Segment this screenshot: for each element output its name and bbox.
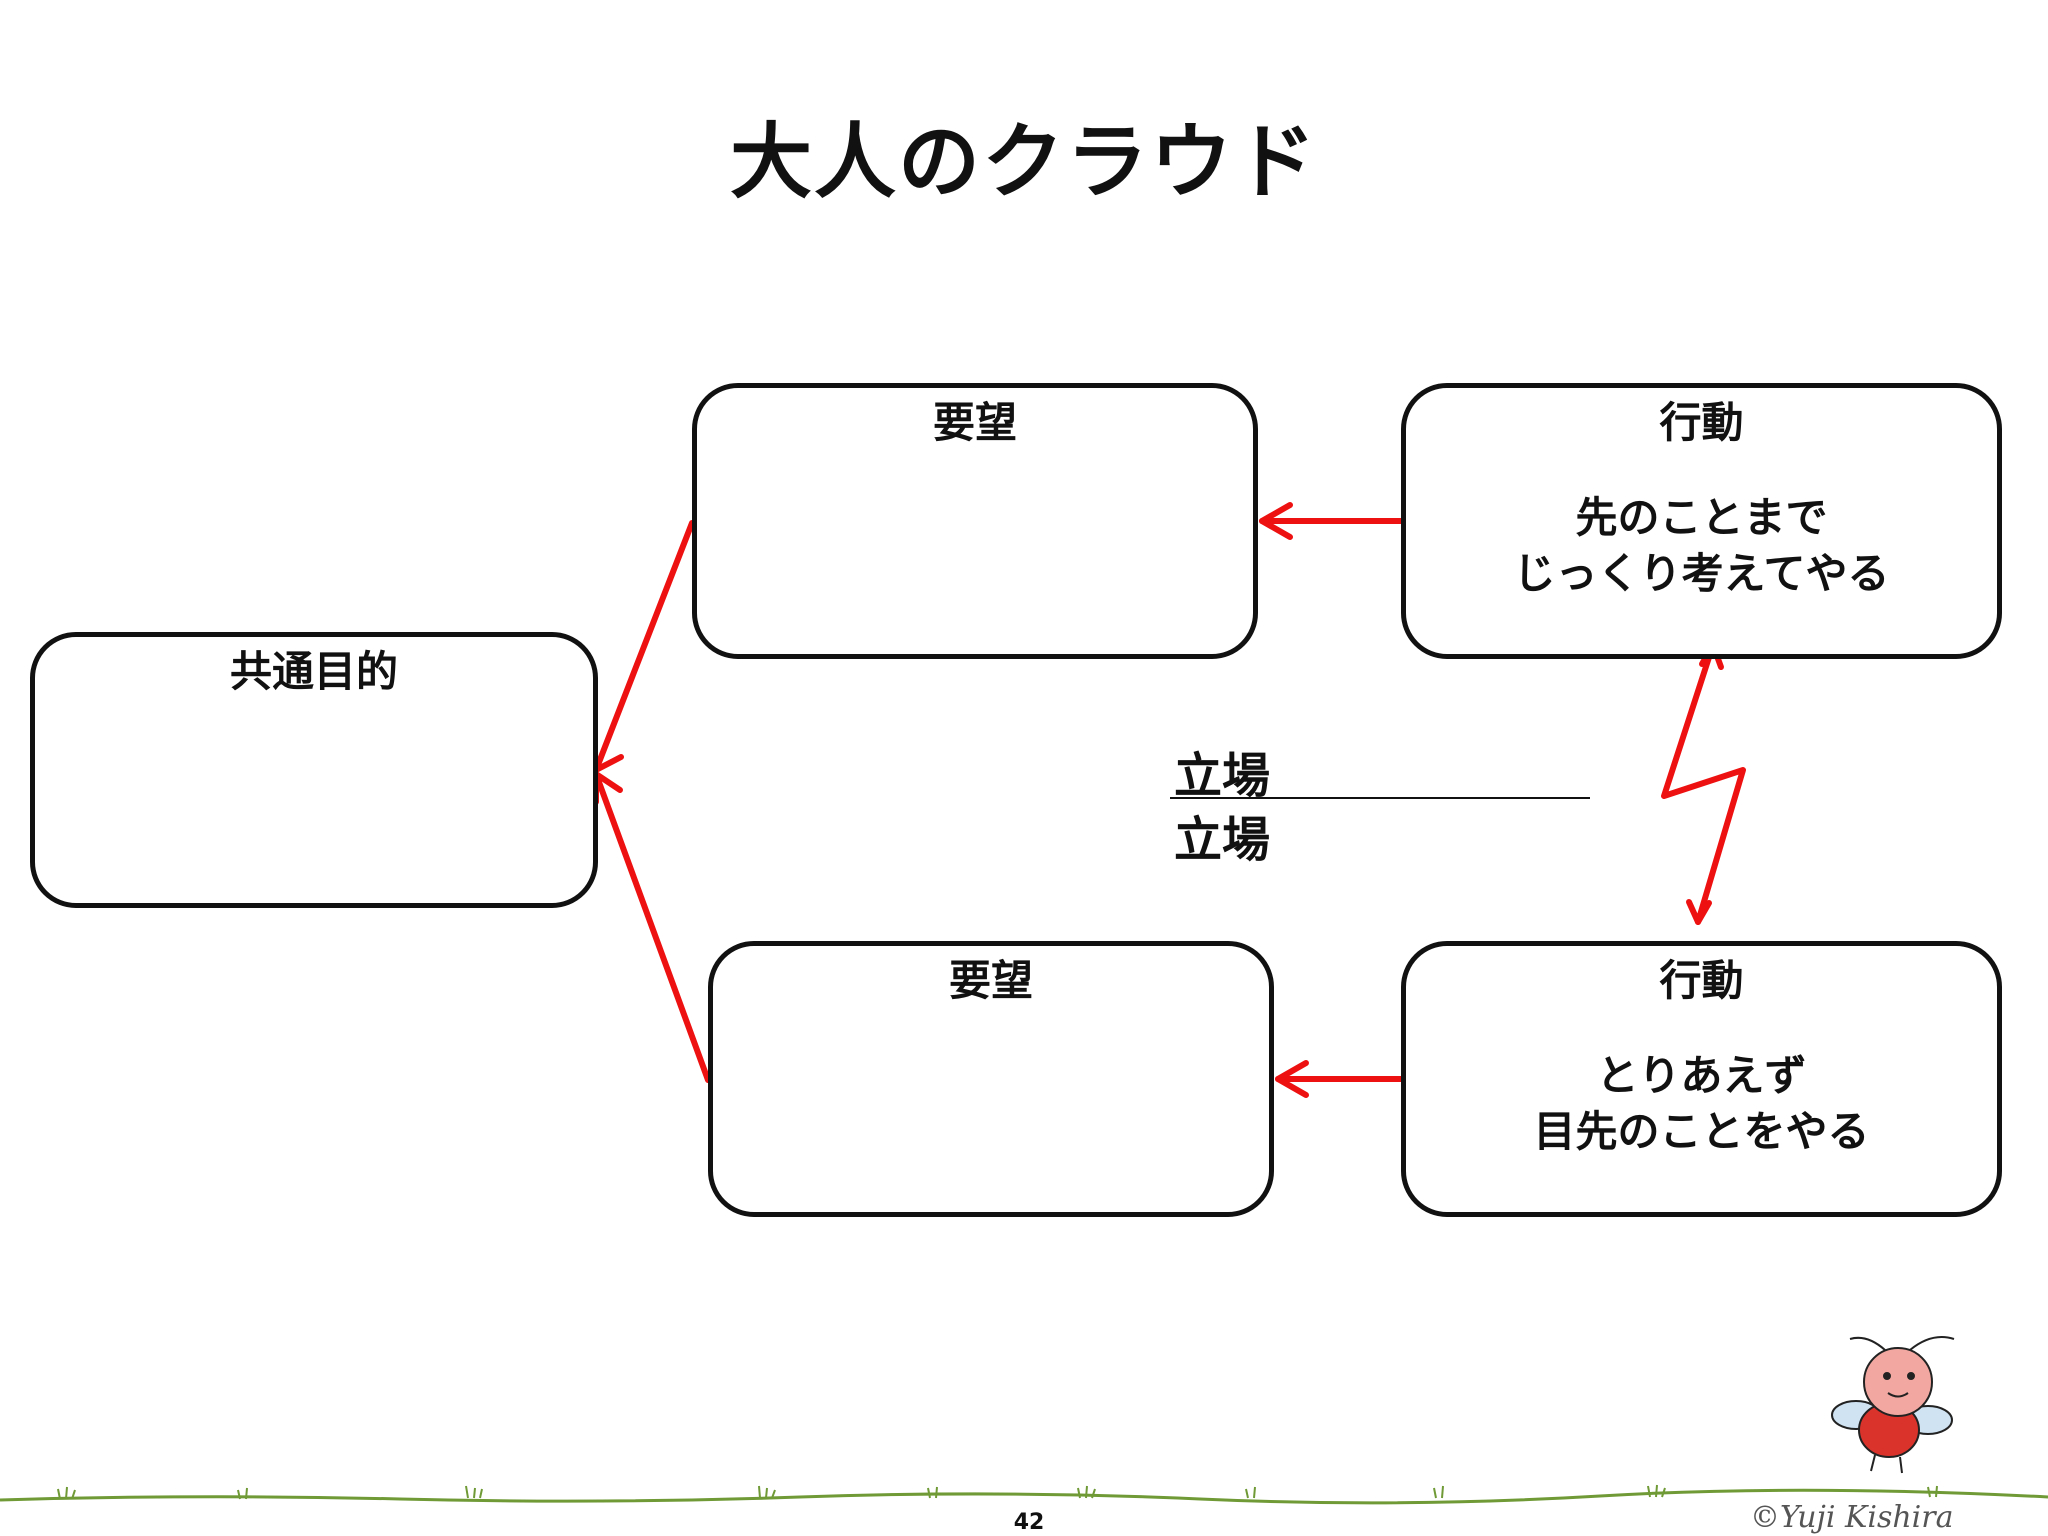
stance-divider [1170, 797, 1590, 799]
requirement-box-top: 要望 [692, 383, 1258, 659]
action-box-bottom: 行動 とりあえず 目先のことをやる [1401, 941, 2002, 1217]
arrowhead-conflict-bottom [1686, 899, 1712, 925]
action-top-line-2: じっくり考えてやる [1513, 549, 1890, 598]
action-top-text: 先のことまで じっくり考えてやる [1406, 490, 1997, 602]
conflict-lightning [1661, 642, 1746, 925]
stance-label-top: 立場 [1174, 748, 1271, 804]
arrow-req-bot-to-goal [593, 771, 711, 1083]
action-bottom-heading: 行動 [1659, 956, 1744, 1005]
arrowhead-req-bot [1275, 1060, 1309, 1098]
action-bottom-line-1: とりあえず [1596, 1051, 1807, 1100]
common-goal-heading: 共通目的 [229, 647, 398, 696]
arrow-req-top-to-goal [593, 520, 695, 773]
action-top-line-1: 先のことまで [1575, 493, 1828, 542]
common-goal-box: 共通目的 [30, 632, 598, 908]
requirement-box-bottom: 要望 [708, 941, 1274, 1217]
action-bottom-line-2: 目先のことをやる [1533, 1107, 1870, 1156]
slide-title: 大人のクラウド [729, 115, 1318, 210]
arrowhead-req-top [1259, 502, 1293, 540]
author-credit: ©Yuji Kishira [1750, 1500, 1954, 1535]
requirement-top-heading: 要望 [932, 398, 1017, 447]
action-box-top: 行動 先のことまで じっくり考えてやる [1401, 383, 2002, 659]
stance-label-bottom: 立場 [1174, 812, 1271, 868]
page-number: 42 [1013, 1510, 1045, 1535]
action-bottom-text: とりあえず 目先のことをやる [1406, 1048, 1997, 1160]
action-top-heading: 行動 [1659, 398, 1744, 447]
requirement-bottom-heading: 要望 [948, 956, 1033, 1005]
